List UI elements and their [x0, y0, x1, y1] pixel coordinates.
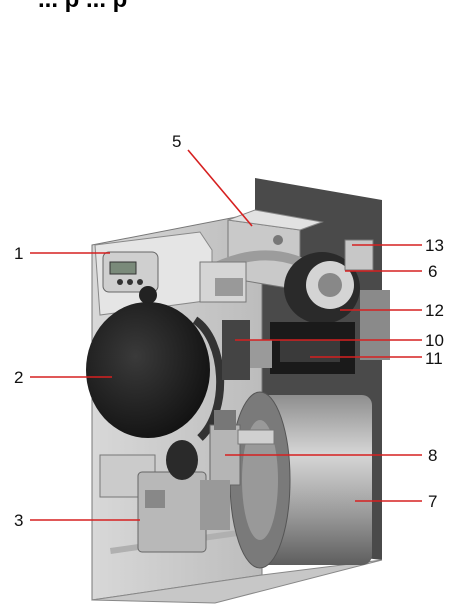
callout-10: 10	[425, 331, 444, 350]
burner-control-box	[94, 231, 247, 316]
cropped-heading: ... p ... p	[38, 0, 127, 14]
burner-fan-housing	[86, 302, 225, 441]
callout-6: 6	[428, 262, 438, 281]
callout-7: 7	[428, 492, 438, 511]
callout-11: 11	[425, 349, 443, 368]
motor-assembly	[270, 239, 390, 374]
callout-13: 13	[425, 236, 444, 255]
callout-1: 1	[14, 244, 24, 263]
gas-valve	[99, 440, 230, 553]
leader-line-5	[187, 149, 253, 227]
callout-8: 8	[428, 446, 438, 465]
callout-12: 12	[425, 301, 444, 320]
heat-exchanger-cylinder	[229, 391, 372, 569]
callout-5: 5	[172, 132, 182, 151]
pump-valve	[209, 320, 275, 486]
callout-3: 3	[14, 511, 24, 530]
callout-2: 2	[14, 368, 24, 387]
